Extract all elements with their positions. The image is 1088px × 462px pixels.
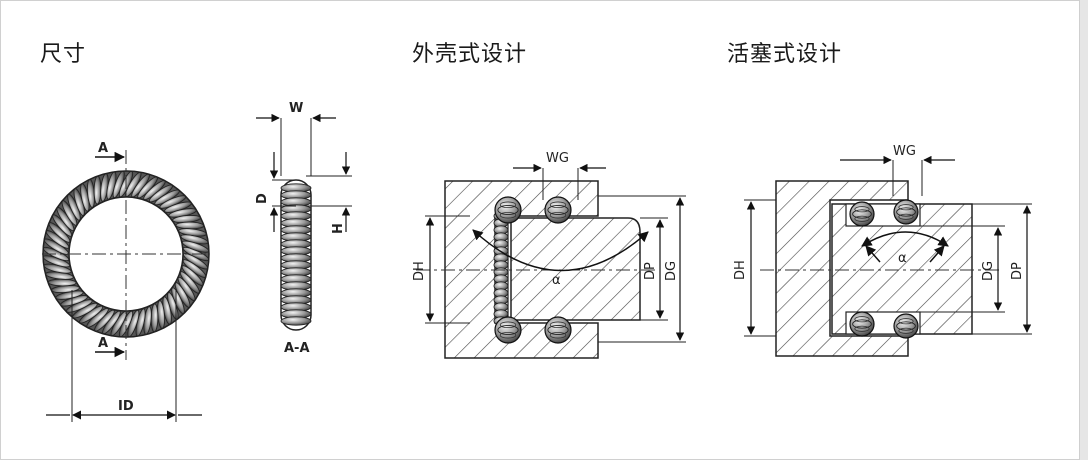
ring-coil	[93, 175, 102, 205]
housing-coil-bottom-right-inner-top	[549, 321, 567, 329]
piston-coil-top-right-inner	[896, 207, 916, 217]
housing-design: WG DH DP DG α	[412, 151, 686, 359]
piston-coil-bottom-right-inner-top	[898, 318, 914, 325]
housing-coil-top-left-inner	[497, 204, 519, 215]
title-piston-design: 活塞式设计	[727, 42, 843, 67]
piston-coil-bottom-right-inner-bottom	[898, 327, 914, 334]
housing-spring-sections	[494, 196, 572, 344]
label-piston-dg: DG	[981, 261, 996, 281]
label-id: ID	[118, 399, 134, 414]
label-w: W	[289, 101, 303, 116]
housing-coil-bottom-left-inner	[497, 325, 519, 336]
label-aa: A-A	[284, 341, 310, 356]
piston-coil-bottom-right	[893, 313, 919, 339]
housing-coil-bottom-right	[544, 316, 572, 344]
housing-coil-bottom-right-inner	[547, 325, 569, 336]
label-h: H	[331, 223, 346, 234]
label-piston-dp: DP	[1010, 262, 1025, 280]
label-piston-alpha: α	[898, 251, 907, 266]
piston-coil-top-left-inner-bottom	[854, 215, 870, 222]
housing-coil-bottom-left-inner-bottom	[499, 331, 517, 339]
piston-alpha-arc	[861, 231, 949, 247]
label-a-top: A	[98, 141, 108, 156]
label-a-bottom: A	[98, 336, 108, 351]
piston-spring-sections	[849, 199, 919, 339]
title-housing-design: 外壳式设计	[412, 42, 528, 67]
section-coil	[280, 316, 312, 326]
piston-coil-bottom-left-inner-bottom	[854, 325, 870, 332]
ring-coil	[175, 221, 205, 230]
piston-coil-top-right	[893, 199, 919, 225]
label-housing-dg: DG	[664, 261, 679, 281]
label-housing-alpha: α	[552, 273, 561, 288]
section-coil-stack	[280, 183, 312, 326]
label-piston-dh: DH	[733, 260, 748, 280]
piston-coil-top-left	[849, 201, 875, 227]
housing-coil-top-right-inner	[547, 204, 569, 215]
piston-coil-bottom-left-inner	[852, 319, 872, 329]
ring-coil	[150, 303, 159, 333]
ring-coil	[47, 278, 77, 287]
label-housing-wg: WG	[546, 151, 569, 166]
title-dimensions: 尺寸	[40, 42, 87, 67]
piston-coil-bottom-left	[849, 311, 875, 337]
housing-coil-bottom-left	[494, 316, 522, 344]
housing-coil-top-left-inner-top	[499, 201, 517, 209]
ring-coils	[42, 170, 210, 338]
piston-coil-bottom-left-inner-top	[854, 316, 870, 323]
housing-coil-bottom-right-inner-bottom	[549, 331, 567, 339]
piston-design: WG DH DG DP α	[733, 144, 1032, 357]
piston-housing	[775, 180, 909, 357]
spring-ring: A A ID	[42, 141, 210, 422]
piston-coil-bottom-right-inner	[896, 321, 916, 331]
piston-coil-top-right-inner-top	[898, 204, 914, 211]
housing-coil-top-right	[544, 196, 572, 224]
housing-coil-top-right-inner-top	[549, 201, 567, 209]
housing-coil-top-right-inner-bottom	[549, 211, 567, 219]
piston-alpha-left	[865, 245, 881, 263]
housing-alpha-arc	[472, 229, 649, 272]
housing-coil-bottom-left-inner-top	[499, 321, 517, 329]
piston-coil-top-left-inner	[852, 209, 872, 219]
housing-coil-top-left-inner-bottom	[499, 211, 517, 219]
label-piston-wg: WG	[893, 144, 916, 159]
piston-coil-top-right-inner-bottom	[898, 213, 914, 220]
label-d: D	[255, 193, 270, 204]
label-housing-dp: DP	[643, 262, 658, 280]
housing-coil-top-left	[494, 196, 522, 224]
label-housing-dh: DH	[412, 261, 427, 281]
right-edge-bar	[1079, 0, 1088, 460]
piston-coil-top-left-inner-top	[854, 206, 870, 213]
piston-alpha-right	[929, 245, 945, 263]
section-aa: W D H A-A	[255, 101, 352, 356]
housing-spring-stack	[493, 211, 509, 326]
